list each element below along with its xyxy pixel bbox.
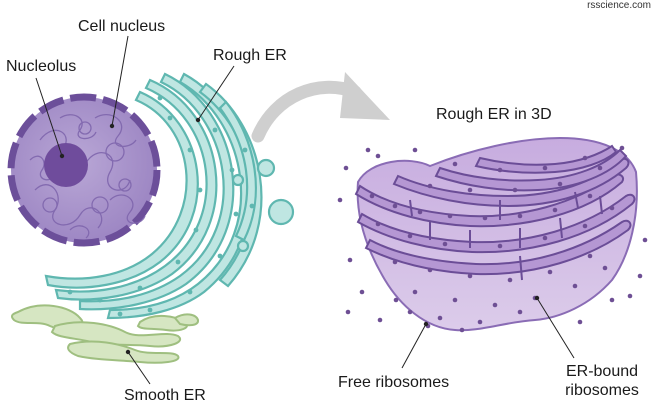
nucleolus	[44, 143, 88, 187]
er-bound-ribosome-dots	[369, 155, 615, 325]
label-smooth-er: Smooth ER	[124, 387, 206, 404]
label-rough-er: Rough ER	[213, 47, 287, 64]
smooth-er	[10, 304, 199, 364]
rough-er	[44, 72, 295, 320]
label-er-bound-line1: ER-bound	[565, 363, 639, 380]
leader-dots	[59, 117, 540, 355]
label-er-bound-ribosomes: ER-bound ribosomes	[561, 362, 643, 400]
source-credit: rsscience.com	[587, 0, 651, 11]
leader-lines	[35, 35, 575, 385]
label-rough-er-3d: Rough ER in 3D	[436, 106, 552, 123]
transition-arrow	[251, 72, 390, 143]
cell-nucleus	[7, 93, 161, 247]
label-cell-nucleus: Cell nucleus	[78, 18, 166, 35]
label-er-bound-line2: ribosomes	[565, 382, 639, 399]
label-free-ribosomes: Free ribosomes	[338, 374, 450, 391]
free-ribosome-dots	[337, 145, 648, 333]
label-nucleolus: Nucleolus	[6, 58, 77, 75]
rough-er-3d	[354, 136, 638, 332]
rough-er-ribosomes	[67, 95, 255, 317]
